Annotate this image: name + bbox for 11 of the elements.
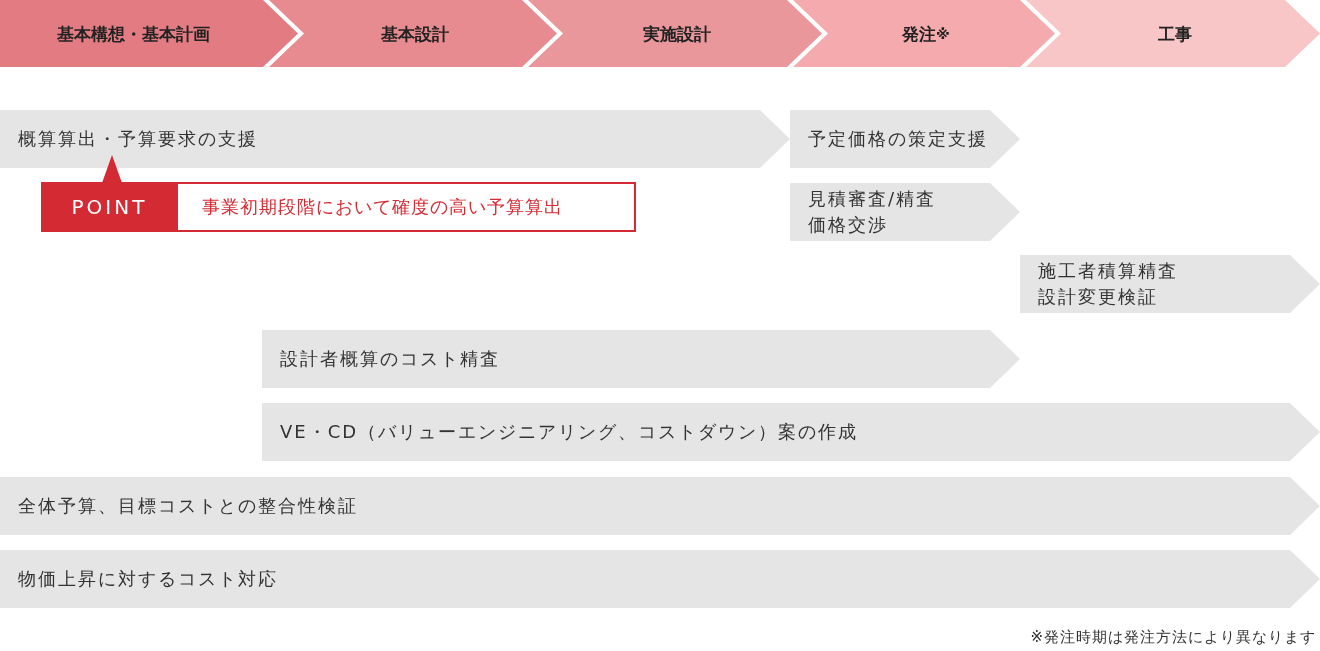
footnote: ※発注時期は発注方法により異なります [1030,628,1316,647]
task-arrow-bar: 物価上昇に対するコスト対応 [0,550,1320,608]
task-arrow-bar: VE・CD（バリューエンジニアリング、コストダウン）案の作成 [262,403,1320,461]
point-badge: POINT [41,182,178,232]
task-arrow-bar: 概算算出・予算要求の支援 [0,110,790,168]
task-arrow-bar: 見積審査/精査価格交渉 [790,183,1020,241]
callout-text: 事業初期段階において確度の高い予算算出 [178,182,636,232]
task-arrow-bar: 設計者概算のコスト精査 [262,330,1020,388]
task-arrow-bar: 予定価格の策定支援 [790,110,1020,168]
task-arrow-bar: 全体予算、目標コストとの整合性検証 [0,477,1320,535]
task-arrow-bar: 施工者積算精査設計変更検証 [1020,255,1320,313]
